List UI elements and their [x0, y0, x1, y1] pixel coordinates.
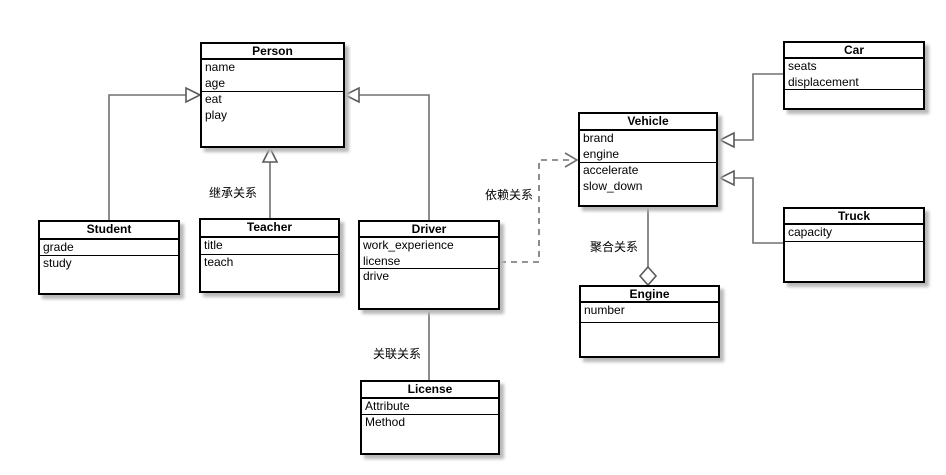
- class-methods: drive: [363, 269, 390, 283]
- edge-driver-vehicle: [500, 159, 572, 263]
- class-methods: teach: [204, 255, 234, 269]
- class-title: Vehicle: [580, 114, 716, 131]
- class-methods: eat play: [205, 92, 228, 122]
- class-attributes: Attribute: [362, 399, 498, 415]
- class-attributes: title: [201, 238, 338, 255]
- uml-class-car: Car seats displacement: [783, 41, 925, 110]
- inheritance-arrow-car: [718, 131, 735, 149]
- class-title: Driver: [360, 222, 498, 238]
- class-methods: study: [43, 256, 72, 270]
- class-methods: [785, 242, 923, 281]
- edge-label-dependency: 依赖关系: [485, 188, 534, 202]
- class-title: Engine: [581, 287, 718, 303]
- uml-class-person: Person name age eat play: [200, 42, 345, 148]
- inheritance-arrow-truck: [718, 169, 735, 187]
- inheritance-arrow-student: [185, 86, 202, 104]
- uml-class-student: Student grade study: [38, 220, 180, 295]
- inheritance-arrow-driver: [343, 86, 360, 104]
- uml-class-truck: Truck capacity: [783, 207, 925, 283]
- class-methods: [581, 323, 718, 356]
- class-title: Student: [40, 222, 178, 240]
- class-attributes: seats displacement: [785, 59, 923, 90]
- edge-label-aggregation: 聚合关系: [590, 240, 639, 254]
- class-attributes: grade: [40, 240, 178, 256]
- edge-truck-vehicle: [734, 177, 783, 244]
- uml-class-license: License Attribute Method: [360, 380, 500, 455]
- edge-car-vehicle: [734, 73, 783, 141]
- uml-class-engine: Engine number: [579, 285, 720, 358]
- edge-driver-person: [359, 94, 430, 220]
- class-attributes: number: [581, 303, 718, 323]
- aggregation-diamond: [638, 265, 658, 287]
- uml-class-vehicle: Vehicle brand engine accelerate slow_dow…: [578, 112, 718, 207]
- class-attributes: brand engine: [580, 131, 716, 163]
- class-attributes: capacity: [785, 225, 923, 242]
- edge-label-inheritance: 继承关系: [209, 186, 258, 200]
- class-title: License: [362, 382, 498, 399]
- class-title: Car: [785, 43, 923, 59]
- dependency-arrow: [564, 152, 579, 168]
- class-attributes: work_experience license: [360, 238, 498, 269]
- class-title: Teacher: [201, 220, 338, 238]
- class-methods: [785, 90, 923, 108]
- class-methods: Method: [365, 415, 406, 429]
- class-title: Truck: [785, 209, 923, 225]
- uml-class-teacher: Teacher title teach: [199, 218, 340, 293]
- class-title: Person: [202, 44, 343, 60]
- inheritance-arrow-teacher: [261, 146, 279, 163]
- class-methods: accelerate slow_down: [583, 163, 643, 193]
- uml-class-driver: Driver work_experience license drive: [358, 220, 500, 310]
- class-attributes: name age: [202, 60, 343, 92]
- edge-label-association: 关联关系: [373, 347, 422, 361]
